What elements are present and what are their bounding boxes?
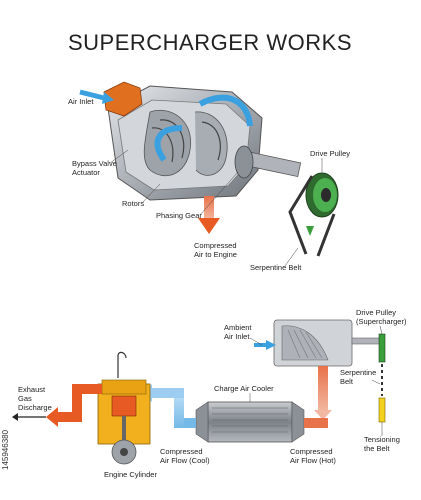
label-cool-flow-1: Compressed [160, 447, 203, 456]
label-tensioning-2: the Belt [364, 444, 390, 453]
swirl-arrow-mid [154, 125, 183, 162]
side-code: 145946380 [1, 429, 10, 470]
label-bypass-valve-2: Actuator [72, 168, 100, 177]
label-drive-pulley-sc-2: (Supercharger) [356, 317, 407, 326]
tensioner-pulley [378, 397, 386, 423]
label-air-inlet: Air Inlet [68, 97, 94, 106]
label-hot-flow-1: Compressed [290, 447, 333, 456]
charge-air-cooler-graphic [195, 401, 305, 443]
label-serpentine-bottom-2: Belt [340, 377, 354, 386]
top-leader-lines [109, 149, 323, 267]
bottom-leader-lines [249, 325, 383, 436]
cool-pipe-horizontal [174, 418, 196, 428]
drive-pulley-small [378, 333, 386, 363]
label-rotors: Rotors [122, 199, 144, 208]
label-bypass-valve-1: Bypass Valve [72, 159, 117, 168]
cool-pipe-vertical [174, 392, 184, 428]
label-hot-flow-2: Air Flow (Hot) [290, 456, 336, 465]
label-cool-flow-2: Air Flow (Cool) [160, 456, 210, 465]
label-tensioning-1: Tensioning [364, 435, 400, 444]
label-serpentine-bottom-1: Serpentine [340, 368, 376, 377]
label-serpentine-belt: Serpentine Belt [250, 263, 302, 272]
label-exhaust-2: Gas [18, 394, 32, 403]
belt-direction-arrow [306, 226, 314, 236]
hot-pipe-vertical [318, 366, 328, 412]
phasing-gear-graphic [234, 145, 254, 179]
supercharger-unit [273, 319, 386, 367]
label-exhaust-3: Discharge [18, 403, 52, 412]
bypass-valve-graphic [103, 81, 143, 117]
label-compressed-1: Compressed [194, 241, 237, 250]
engine-cylinder-graphic [97, 351, 151, 465]
page-title: SUPERCHARGER WORKS [68, 30, 352, 55]
compressed-air-arrow [204, 196, 214, 220]
label-ambient-1: Ambient [224, 323, 252, 332]
label-charge-air-cooler: Charge Air Cooler [214, 384, 274, 393]
label-compressed-2: Air to Engine [194, 250, 237, 259]
label-drive-pulley: Drive Pulley [310, 149, 350, 158]
label-phasing-gear: Phasing Gear [156, 211, 202, 220]
exhaust-arrow [46, 407, 58, 427]
drive-pulley-graphic [305, 172, 339, 218]
label-engine-cylinder: Engine Cylinder [104, 470, 157, 479]
serpentine-belt-top [288, 175, 336, 257]
supercharger-cutaway [79, 81, 339, 257]
label-ambient-2: Air Inlet [224, 332, 250, 341]
swirl-arrow-top [198, 94, 253, 127]
exhaust-pipe-vertical [72, 388, 82, 422]
air-inlet-arrow [79, 89, 105, 101]
label-exhaust-1: Exhaust [18, 385, 46, 394]
label-drive-pulley-sc-1: Drive Pulley [356, 308, 396, 317]
